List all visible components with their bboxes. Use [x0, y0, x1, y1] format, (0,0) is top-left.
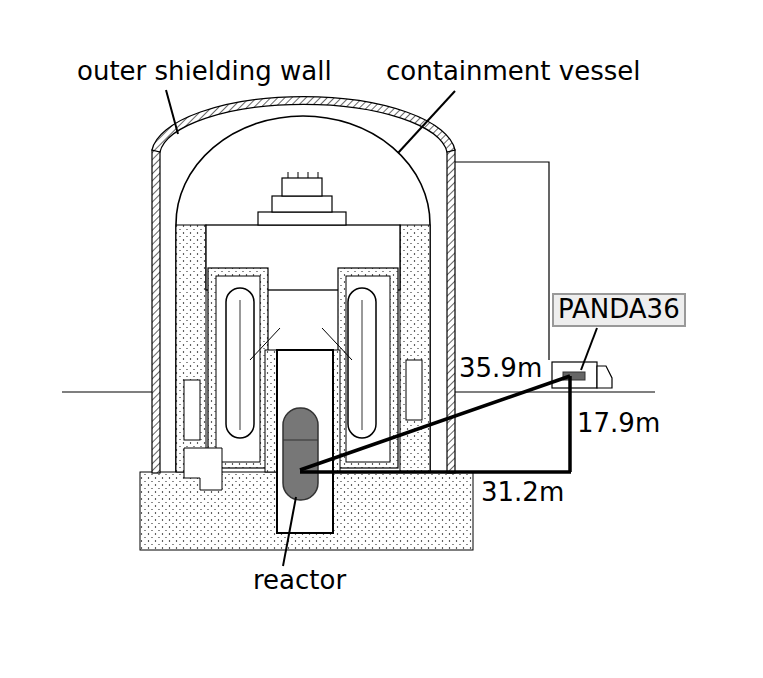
part-label: outer shielding wall: [77, 57, 332, 87]
dimension-label: 35.9m: [459, 354, 542, 384]
dimension-label: 31.2m: [481, 478, 564, 508]
device-label: PANDA36: [558, 295, 684, 325]
part-label: containment vessel: [386, 57, 640, 87]
part-label: reactor: [253, 566, 346, 596]
device-box: PANDA36: [552, 293, 686, 327]
dimension-label: 17.9m: [577, 409, 660, 439]
